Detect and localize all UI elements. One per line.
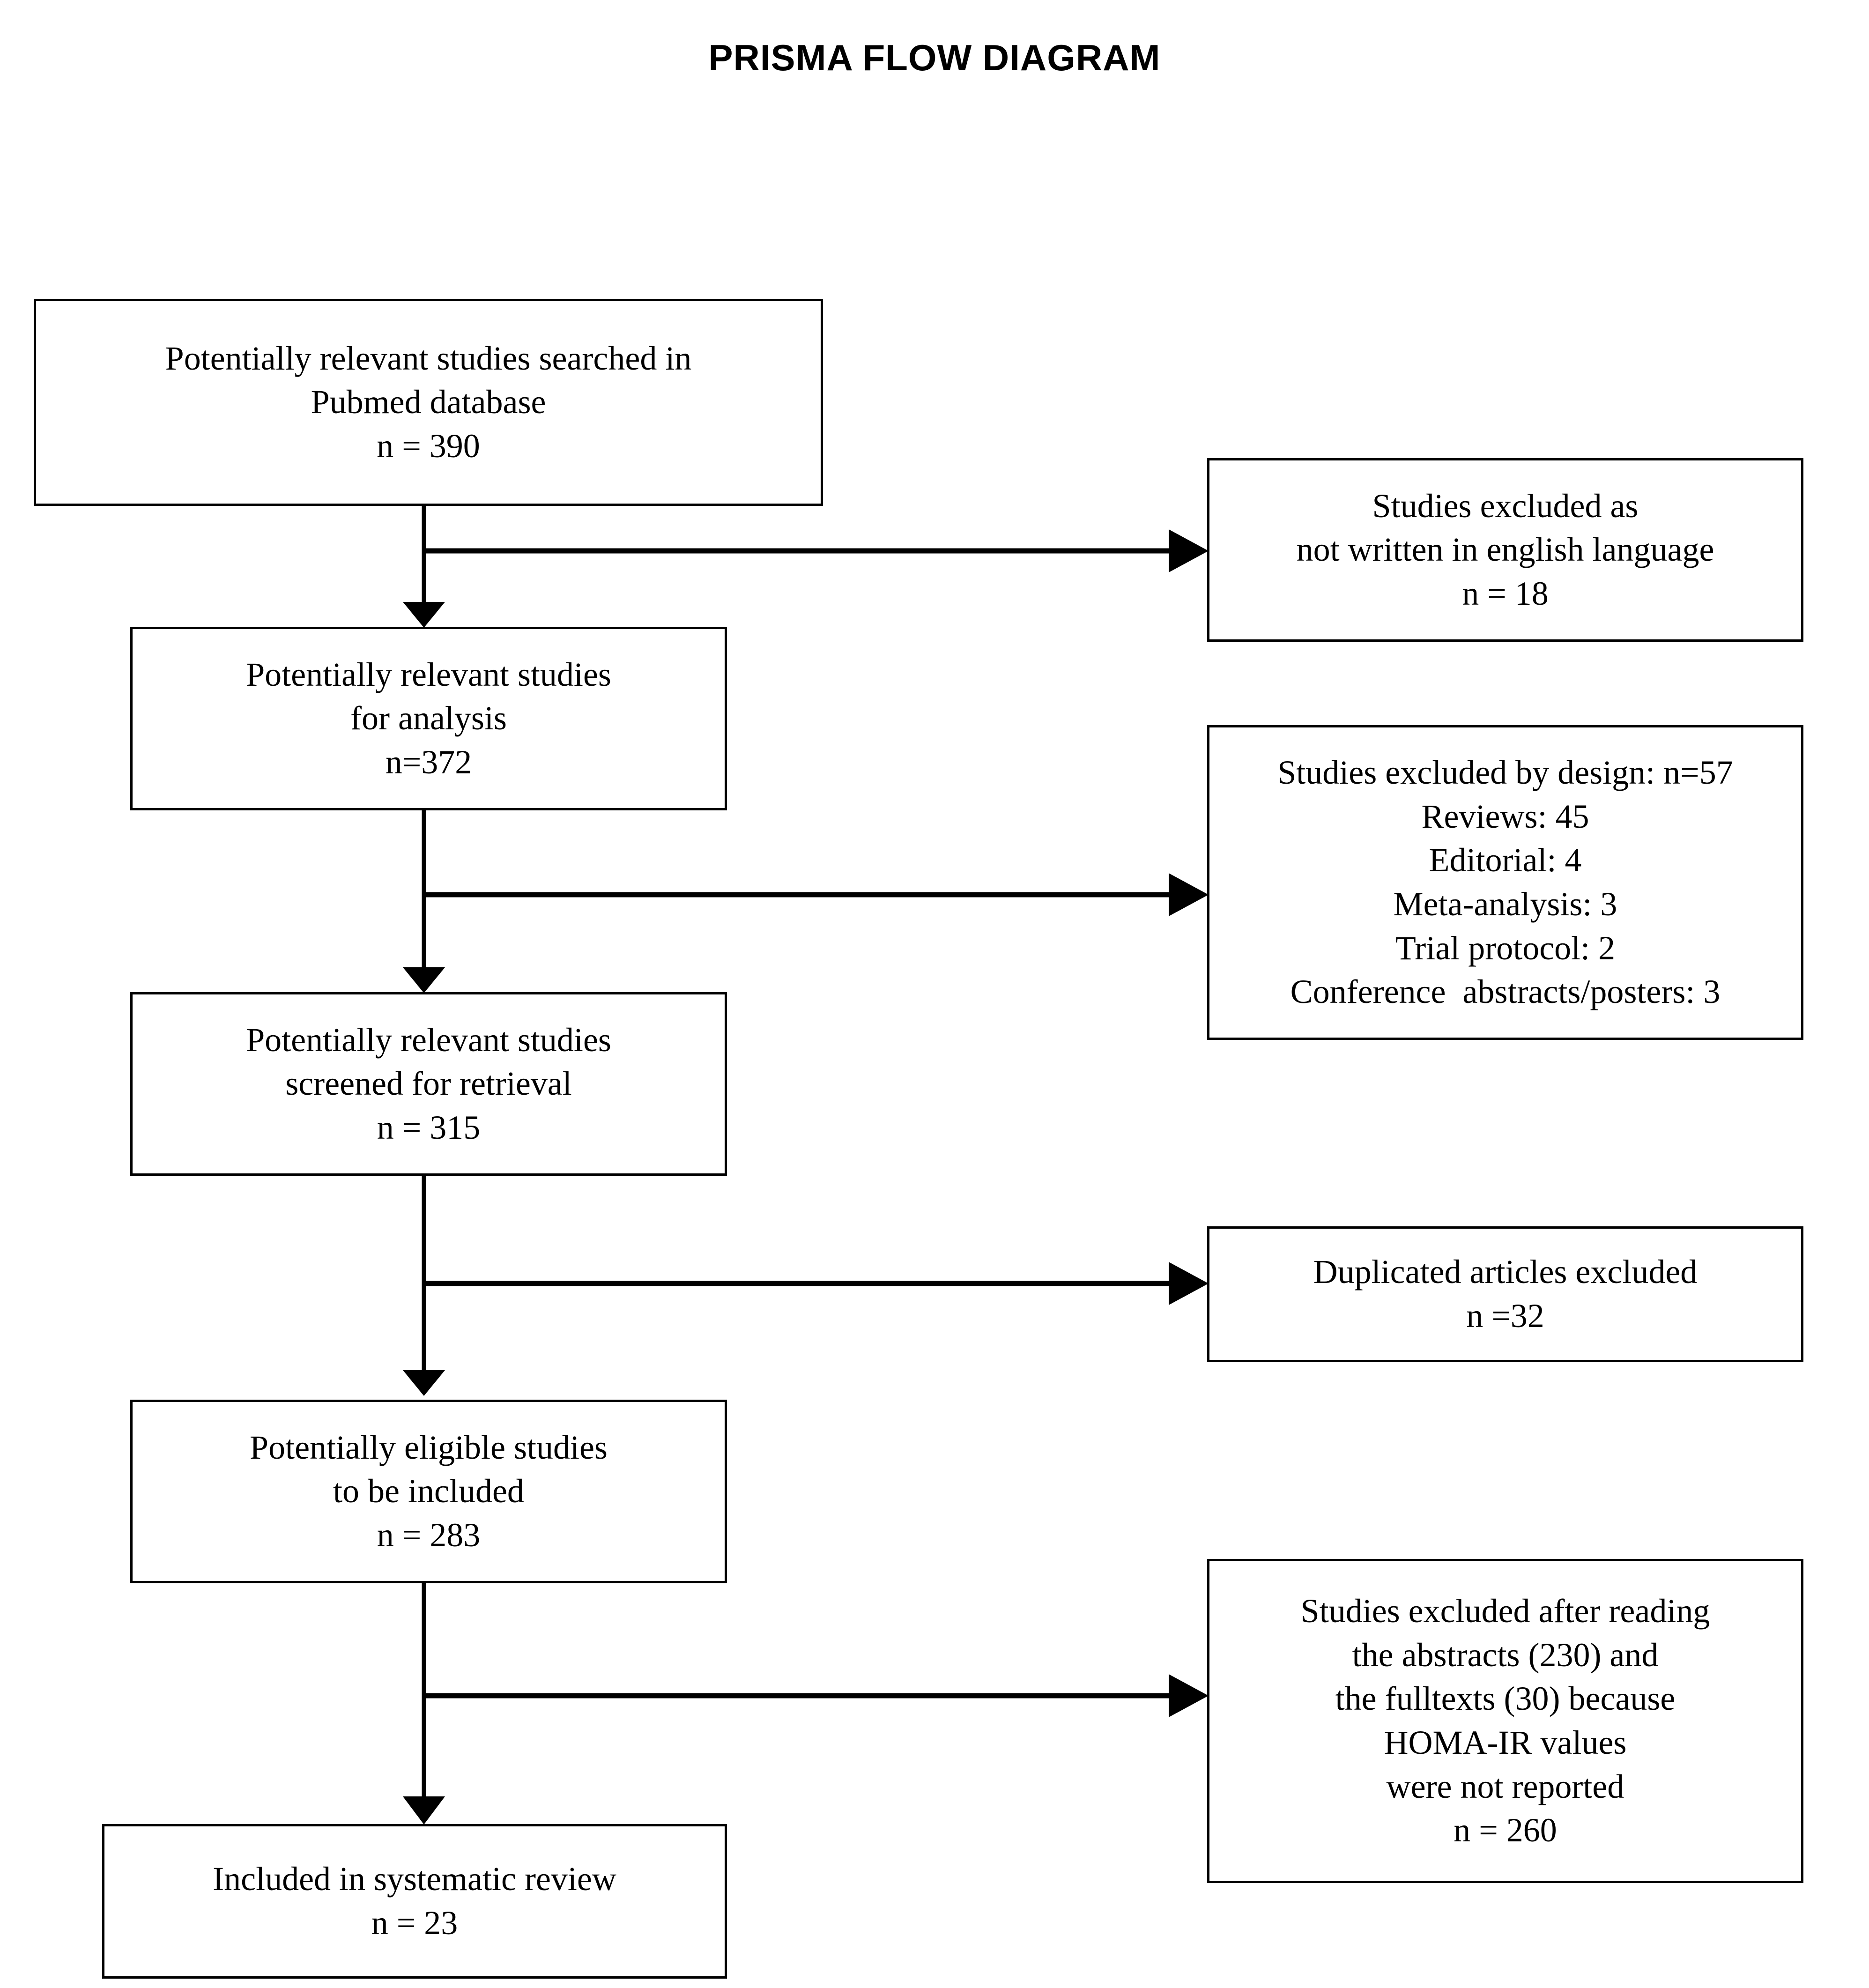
node-line: Editorial: 4 — [1429, 841, 1582, 879]
node-potentially-relevant-for-analysis[interactable]: Potentially relevant studies for analysi… — [130, 627, 727, 810]
page-title: PRISMA FLOW DIAGRAM — [708, 37, 1161, 78]
connector-to-excluded-language — [424, 529, 1209, 572]
node-included-in-systematic-review[interactable]: Included in systematic review n = 23 — [102, 1824, 727, 1979]
node-line: Duplicated articles excluded — [1313, 1253, 1698, 1291]
connector-analysis-to-screened — [403, 810, 445, 993]
node-line: HOMA-IR values — [1384, 1724, 1627, 1761]
node-line: Potentially relevant studies searched in — [165, 339, 692, 377]
node-line: Conference abstracts/posters: 3 — [1290, 973, 1721, 1011]
node-line: screened for retrieval — [285, 1065, 572, 1103]
node-duplicated-articles-excluded[interactable]: Duplicated articles excluded n =32 — [1207, 1226, 1803, 1362]
node-line: were not reported — [1386, 1767, 1624, 1805]
node-line: the abstracts (230) and — [1352, 1636, 1659, 1674]
node-count: n = 283 — [377, 1516, 481, 1554]
connector-identification-to-analysis — [403, 506, 445, 628]
node-potentially-eligible-studies[interactable]: Potentially eligible studies to be inclu… — [130, 1400, 727, 1583]
node-count: n = 23 — [371, 1904, 458, 1942]
node-line: not written in english language — [1296, 531, 1714, 569]
node-line: to be included — [333, 1472, 524, 1510]
node-count: n = 390 — [377, 427, 480, 465]
node-studies-excluded-by-design[interactable]: Studies excluded by design: n=57 Reviews… — [1207, 725, 1803, 1040]
connector-screened-to-eligible — [403, 1176, 445, 1396]
connector-eligible-to-included — [403, 1583, 445, 1825]
node-line: Meta-analysis: 3 — [1393, 885, 1617, 923]
connector-to-excluded-design — [424, 873, 1209, 916]
connector-to-excluded-duplicates — [424, 1262, 1209, 1305]
node-potentially-relevant-searched[interactable]: Potentially relevant studies searched in… — [34, 299, 823, 506]
node-line: Studies excluded as — [1372, 487, 1639, 525]
node-line: Studies excluded by design: n=57 — [1277, 754, 1733, 792]
connector-to-excluded-reading — [424, 1674, 1209, 1717]
node-count: n = 260 — [1454, 1811, 1557, 1849]
node-count: n = 18 — [1462, 574, 1549, 612]
node-line: Potentially relevant studies — [246, 655, 611, 693]
node-count: n = 315 — [377, 1108, 481, 1146]
node-studies-excluded-after-reading[interactable]: Studies excluded after reading the abstr… — [1207, 1559, 1803, 1883]
node-line: Trial protocol: 2 — [1395, 929, 1616, 967]
node-line: Studies excluded after reading — [1300, 1592, 1710, 1630]
node-studies-excluded-not-english[interactable]: Studies excluded as not written in engli… — [1207, 458, 1803, 642]
node-count: n =32 — [1466, 1297, 1544, 1335]
node-potentially-relevant-screened[interactable]: Potentially relevant studies screened fo… — [130, 992, 727, 1176]
node-line: Potentially eligible studies — [250, 1428, 608, 1466]
node-line: for analysis — [350, 699, 507, 737]
node-line: Potentially relevant studies — [246, 1021, 611, 1059]
node-line: Included in systematic review — [213, 1860, 616, 1898]
node-line: the fulltexts (30) because — [1335, 1680, 1676, 1718]
node-count: n=372 — [385, 743, 472, 781]
node-line: Pubmed database — [311, 383, 546, 421]
node-line: Reviews: 45 — [1421, 797, 1589, 835]
